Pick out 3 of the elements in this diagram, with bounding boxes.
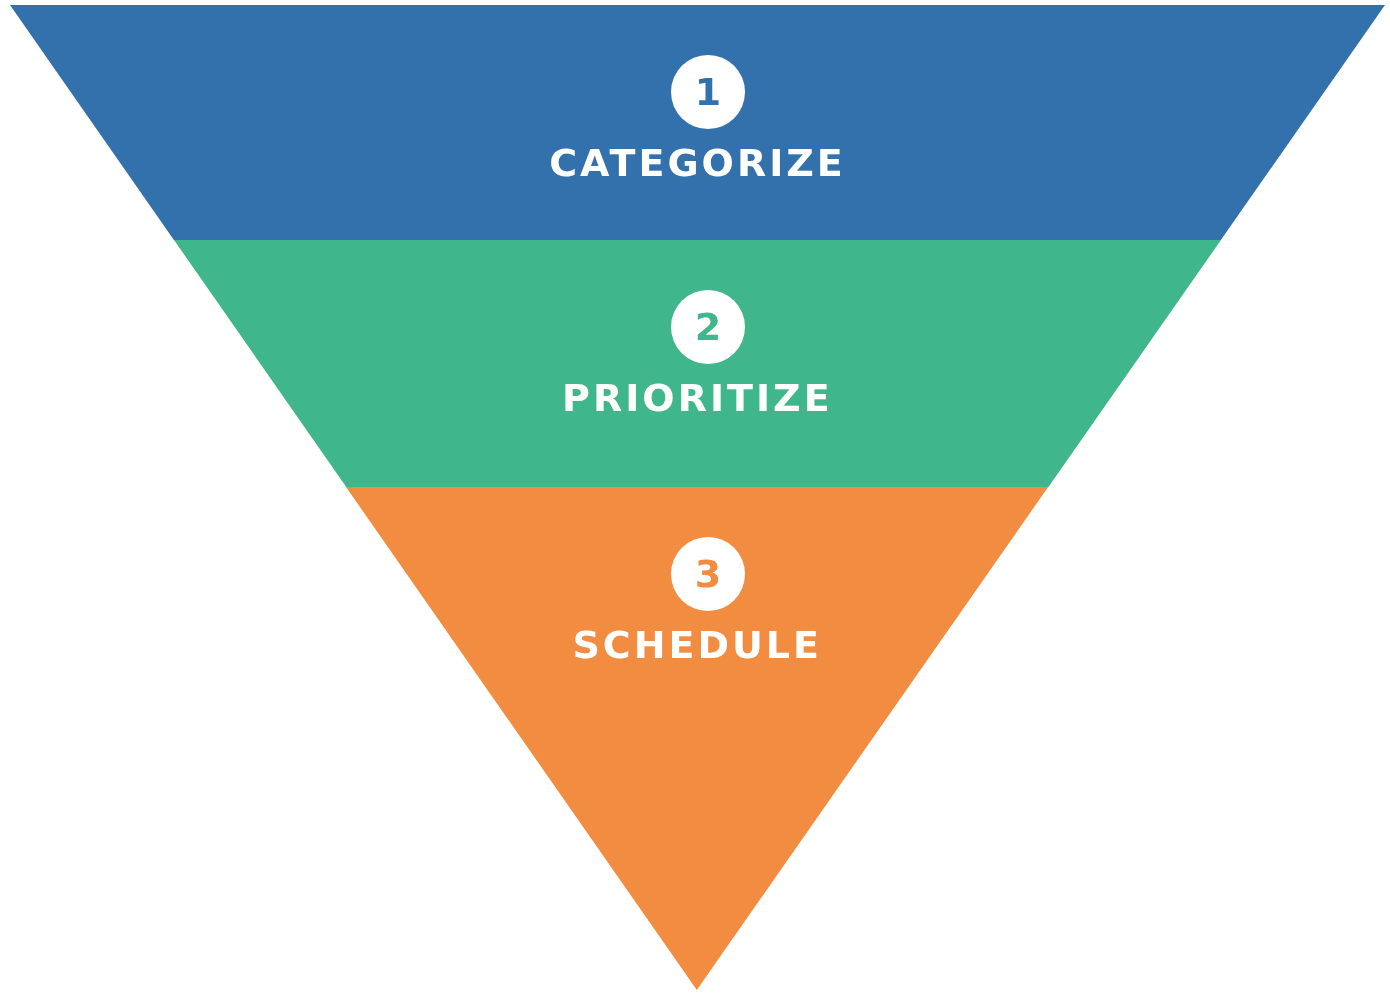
step-title: SCHEDULE: [572, 623, 823, 667]
step-title: PRIORITIZE: [562, 376, 833, 420]
step-title: CATEGORIZE: [549, 141, 846, 185]
